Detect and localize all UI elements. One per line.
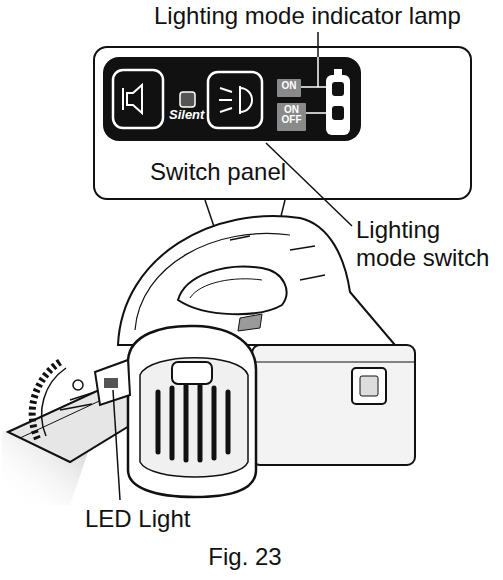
part-label: LED Light [85, 505, 215, 533]
node-text: ON OFF [280, 105, 303, 125]
figure-caption: Fig. 23 [0, 543, 490, 571]
switch-panel: Silent ON ON OFF [103, 57, 361, 141]
node-text: Switch panel [150, 158, 286, 186]
callout-box: Switch panel Silent ON ON OFF [93, 46, 472, 200]
mode-tag: ON [277, 79, 301, 97]
part-label: Lighting mode indicator lamp [154, 2, 484, 30]
node-text: Silent [169, 107, 204, 122]
mode-tag: ON OFF [277, 103, 306, 131]
node-text: ON [280, 81, 298, 91]
part-label: Lighting mode switch [356, 216, 496, 271]
